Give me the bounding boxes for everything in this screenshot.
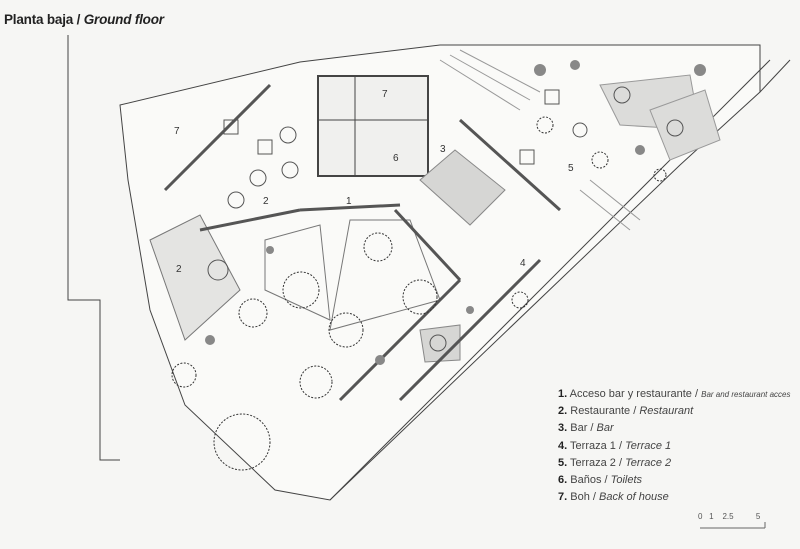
legend-item: 6. Baños / Toilets bbox=[558, 474, 643, 487]
trees bbox=[171, 116, 667, 471]
room-label-1: 1 bbox=[346, 196, 352, 207]
legend-item: 5. Terraza 2 / Terrace 2 bbox=[558, 456, 672, 469]
legend-item: 2. Restaurante / Restaurant bbox=[558, 405, 694, 418]
legend: 1. Acceso bar y restaurante / Bar and re… bbox=[558, 386, 791, 506]
scale-tick: 5 bbox=[755, 512, 761, 521]
room-label-7: 7 bbox=[174, 126, 180, 137]
page-title: Planta baja / Ground floor bbox=[4, 12, 164, 27]
room-label-7: 7 bbox=[382, 89, 388, 100]
room-label-3: 3 bbox=[440, 144, 446, 155]
shrubs bbox=[205, 60, 706, 365]
title-en: Ground floor bbox=[83, 12, 164, 27]
legend-item: 4. Terraza 1 / Terrace 1 bbox=[558, 439, 672, 452]
site-boundary-left bbox=[67, 35, 120, 461]
bar-counter bbox=[419, 149, 506, 226]
legend-item: 3. Bar / Bar bbox=[558, 422, 614, 435]
title-es: Planta baja bbox=[4, 12, 74, 27]
room-label-4: 4 bbox=[520, 258, 526, 269]
tables bbox=[207, 86, 684, 352]
scale-tick: 2.5 bbox=[722, 512, 734, 521]
room-label-2: 2 bbox=[176, 264, 182, 275]
room-label-6: 6 bbox=[393, 153, 399, 164]
room-label-5: 5 bbox=[568, 163, 574, 174]
ramp bbox=[149, 214, 241, 341]
scale-bar bbox=[700, 522, 766, 529]
legend-item: 7. Boh / Back of house bbox=[558, 491, 669, 504]
room-label-2: 2 bbox=[263, 196, 269, 207]
garden-bed bbox=[264, 224, 331, 321]
legend-item: 1. Acceso bar y restaurante / Bar and re… bbox=[558, 388, 791, 400]
building-outline bbox=[119, 44, 761, 501]
scale-labels: 0 1 2.5 5 bbox=[698, 512, 760, 521]
scale-tick: 1 bbox=[709, 512, 714, 521]
scale-tick: 0 bbox=[698, 512, 703, 521]
service-core bbox=[317, 75, 429, 177]
